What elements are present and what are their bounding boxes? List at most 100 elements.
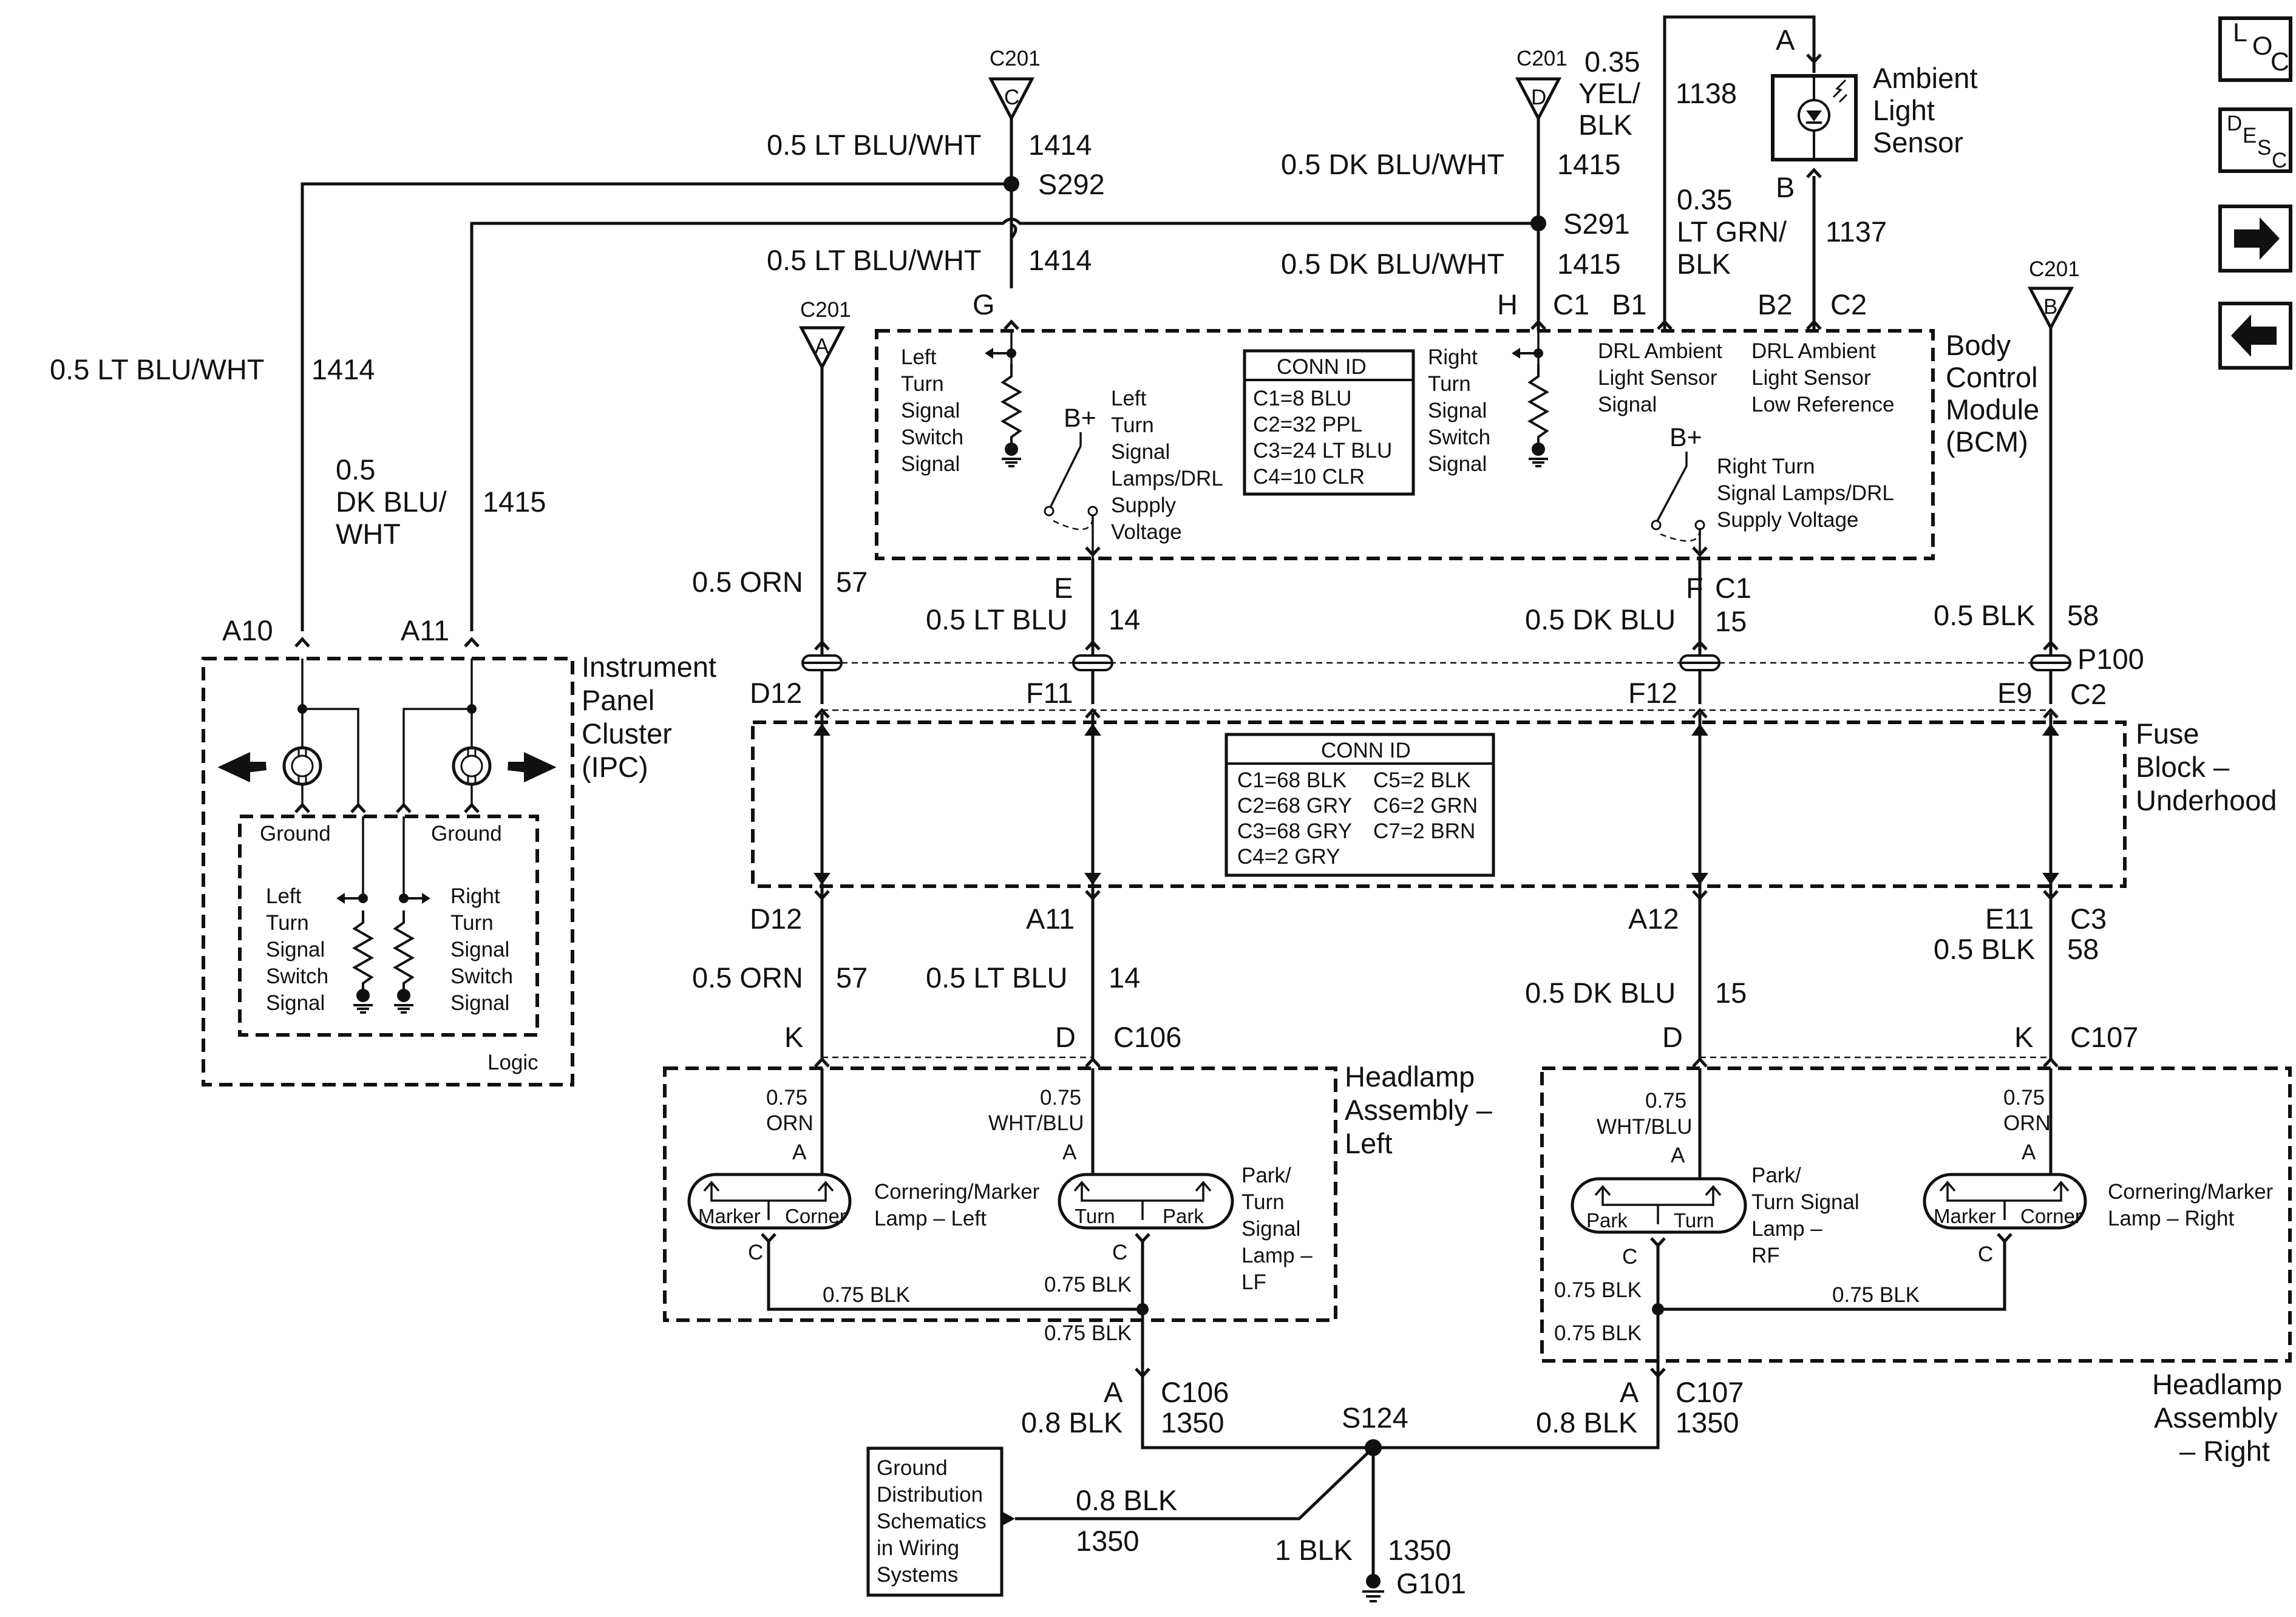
ground-dist-line: Distribution bbox=[877, 1483, 983, 1507]
park-lamp-right-label-2: Turn Signal bbox=[1751, 1190, 1860, 1214]
ipc-left-switch-1: Left bbox=[266, 884, 302, 908]
splice-s124-label: S124 bbox=[1342, 1402, 1408, 1434]
ground-distribution-link[interactable]: Ground Distribution Schematics in Wiring… bbox=[866, 1446, 1015, 1597]
next-page-button[interactable] bbox=[2218, 205, 2292, 273]
splice-s291: S291 bbox=[1563, 208, 1630, 240]
wire-1-blk: 1 BLK bbox=[1275, 1534, 1353, 1566]
bcm-drl-signal-2: Light Sensor bbox=[1598, 366, 1717, 390]
wire-color-14-bottom: 0.5 LT BLU bbox=[926, 961, 1067, 994]
p100-pin-e9: E9 bbox=[1997, 677, 2033, 709]
ground-dist-line: in Wiring bbox=[877, 1536, 959, 1560]
ipc-left-switch-2: Turn bbox=[266, 911, 309, 935]
pin-a: A bbox=[1062, 1141, 1077, 1164]
pin-c: C bbox=[1112, 1241, 1127, 1264]
headlamp-assembly-right: Headlamp Assembly – Right 0.75 WHT/BLU A… bbox=[1540, 1066, 2292, 1467]
wire-075-whtblu-2: WHT/BLU bbox=[988, 1111, 1084, 1135]
desc-button[interactable]: D E S C bbox=[2218, 107, 2292, 173]
circuit-1415-mid: 1415 bbox=[1557, 248, 1621, 280]
bcm-left-switch-1: Left bbox=[901, 345, 937, 369]
wire-1138-color-1: 0.35 bbox=[1584, 46, 1640, 78]
fuse-pin-a11: A11 bbox=[1026, 903, 1075, 935]
park-lamp-left-label-1: Park/ bbox=[1241, 1164, 1291, 1187]
wire-075-blk: 0.75 BLK bbox=[1832, 1283, 1920, 1307]
circuit-number-15-bottom: 15 bbox=[1715, 977, 1747, 1009]
wire-075-blk: 0.75 BLK bbox=[1044, 1273, 1132, 1297]
headlamp-left-label-3: Left bbox=[1345, 1127, 1392, 1159]
lamp-park-label: Park bbox=[1586, 1209, 1628, 1232]
p100-pin-f12: F12 bbox=[1628, 677, 1677, 709]
wire-08-blk-ground-dist: 0.8 BLK bbox=[1076, 1484, 1177, 1516]
c201-connector-d: C201 D bbox=[1515, 47, 1567, 122]
wire-075-whtblu-2: WHT/BLU bbox=[1597, 1115, 1693, 1139]
prev-page-button[interactable] bbox=[2218, 302, 2292, 370]
ipc-logic-label: Logic bbox=[487, 1051, 538, 1074]
wire-075-blk: 0.75 BLK bbox=[823, 1283, 910, 1307]
sensor-label-1: Ambient bbox=[1873, 62, 1977, 94]
c107-pin-d: D bbox=[1662, 1021, 1683, 1053]
c106-label: C106 bbox=[1113, 1021, 1181, 1053]
arrow-left-icon bbox=[2231, 314, 2277, 357]
wire-1138-color-2: YEL/ bbox=[1578, 77, 1641, 109]
loc-button[interactable]: L O C bbox=[2218, 16, 2292, 82]
bcm-right-switch-3: Signal bbox=[1428, 399, 1487, 422]
bcm-left-supply-1: Left bbox=[1111, 387, 1147, 410]
bcm-right-supply-1: Right Turn bbox=[1717, 455, 1815, 478]
cornering-lamp-right-label-2: Lamp – Right bbox=[2108, 1207, 2234, 1230]
loc-letter-1: L bbox=[2233, 18, 2247, 47]
bcm-bplus-left: B+ bbox=[1064, 404, 1096, 433]
lamp-turn-label: Turn bbox=[1674, 1209, 1714, 1232]
fuse-conn-row: C7=2 BRN bbox=[1373, 819, 1475, 843]
fuse-conn-id-table: CONN ID C1=68 BLK C2=68 GRY C3=68 GRY C4… bbox=[1224, 733, 1495, 877]
bcm-left-switch-5: Signal bbox=[901, 452, 960, 476]
c107-pin-k: K bbox=[2014, 1021, 2033, 1053]
wire-1414: 0.5 LT BLU/WHT 1414 S292 0.5 LT BLU/WHT … bbox=[50, 118, 1105, 631]
fuse-conn-row: C2=68 GRY bbox=[1237, 794, 1352, 818]
cornering-marker-lamp-left: Marker Corner bbox=[687, 1173, 852, 1230]
wire-label-1415-top: 0.5 DK BLU/WHT bbox=[1281, 148, 1504, 180]
bcm-pin-c2: C2 bbox=[1830, 288, 1867, 320]
wire-color-58-bottom: 0.5 BLK bbox=[1934, 933, 2035, 965]
c201-label: C201 bbox=[1517, 47, 1567, 70]
bcm-label-3: Module bbox=[1946, 393, 2039, 425]
sensor-label-2: Light bbox=[1873, 94, 1935, 126]
fuse-pin-a12: A12 bbox=[1628, 903, 1679, 935]
p100-c2: C2 bbox=[2070, 678, 2107, 710]
park-lamp-left-label-3: Signal bbox=[1241, 1217, 1300, 1241]
bcm-pin-b1: B1 bbox=[1612, 288, 1647, 320]
wire-label-1414-left: 0.5 LT BLU/WHT bbox=[50, 353, 264, 385]
pin-a: A bbox=[1671, 1144, 1685, 1167]
sensor-label-3: Sensor bbox=[1873, 126, 1963, 158]
loc-letter-2: O bbox=[2252, 32, 2272, 61]
bcm-pin-g: G bbox=[973, 288, 995, 320]
fuse-pin-e11: E11 bbox=[1985, 903, 2034, 935]
wire-color-15-top: 0.5 DK BLU bbox=[1525, 603, 1676, 636]
bcm-drl-signal-1: DRL Ambient bbox=[1598, 339, 1722, 363]
park-lamp-left-label-2: Turn bbox=[1241, 1190, 1285, 1214]
bcm-conn-id-table: CONN ID C1=8 BLU C2=32 PPL C3=24 LT BLU … bbox=[1243, 349, 1415, 496]
pin-a: A bbox=[792, 1141, 807, 1164]
circuit-1414-top: 1414 bbox=[1028, 129, 1092, 161]
headlamp-right-label-1: Headlamp bbox=[2152, 1368, 2282, 1400]
wire-color-57-top: 0.5 ORN bbox=[692, 566, 803, 598]
circuit-14: 0.5 LT BLU 14 0.5 LT BLU 14 bbox=[926, 558, 1140, 1059]
park-lamp-left-label-4: Lamp – bbox=[1241, 1244, 1313, 1267]
ipc-right-switch-2: Turn bbox=[450, 911, 494, 935]
ground-dist-line: Systems bbox=[877, 1563, 958, 1587]
wire-075-blk: 0.75 BLK bbox=[1554, 1321, 1642, 1345]
ipc-right-switch-4: Switch bbox=[450, 964, 513, 988]
pin-a: A bbox=[2022, 1141, 2036, 1164]
pin-c: C bbox=[748, 1241, 763, 1264]
wire-label-1414-top: 0.5 LT BLU/WHT bbox=[767, 129, 981, 161]
wire-label-1414-mid: 0.5 LT BLU/WHT bbox=[767, 244, 981, 276]
c201-label: C201 bbox=[2029, 257, 2080, 281]
ambient-light-sensor: A B Ambient Light Sensor 0.35 YEL/ BLK 1… bbox=[1578, 15, 1977, 331]
ipc-ground-right: Ground bbox=[431, 822, 502, 846]
bcm-left-supply-6: Voltage bbox=[1111, 520, 1182, 544]
park-lamp-right-label-3: Lamp – bbox=[1751, 1217, 1822, 1241]
instrument-panel-cluster: A10 A11 Instrument Panel Cluster (IPC) G… bbox=[202, 614, 716, 1086]
ipc-right-switch-3: Signal bbox=[450, 938, 509, 961]
fuse-conn-row: C4=2 GRY bbox=[1237, 845, 1340, 869]
wire-1137-color-2: LT GRN/ bbox=[1677, 215, 1787, 248]
bcm-conn-row: C3=24 LT BLU bbox=[1253, 439, 1392, 463]
fuse-block-label-2: Block – bbox=[2136, 751, 2230, 783]
